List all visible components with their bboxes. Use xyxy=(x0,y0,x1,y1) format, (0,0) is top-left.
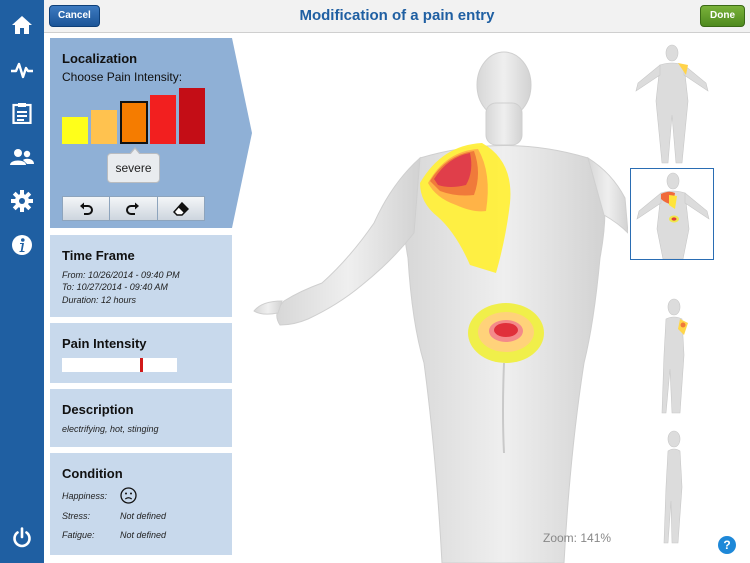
fatigue-label: Fatigue: xyxy=(62,530,95,540)
icon-sidebar xyxy=(0,0,44,563)
body-canvas[interactable] xyxy=(242,33,629,563)
help-button[interactable]: ? xyxy=(718,536,736,554)
intensity-tooltip: severe xyxy=(107,147,160,183)
localization-title: Localization xyxy=(62,51,138,66)
side-view-left-figure xyxy=(663,430,683,544)
pain-intensity-bar xyxy=(62,358,177,372)
intensity-scale xyxy=(62,86,207,144)
time-frame-card[interactable]: Time Frame From: 10/26/2014 - 09:40 PM T… xyxy=(50,235,232,317)
happiness-label: Happiness: xyxy=(62,491,108,501)
side-view-right-figure xyxy=(661,298,688,414)
redo-icon xyxy=(126,202,140,215)
shoulder-pain-area xyxy=(420,143,511,273)
time-frame-to: To: 10/27/2014 - 09:40 AM xyxy=(62,282,168,292)
localization-subtitle: Choose Pain Intensity: xyxy=(62,70,183,84)
undo-icon xyxy=(80,202,94,215)
lower-back-pain-area xyxy=(468,303,544,363)
home-icon[interactable] xyxy=(7,10,37,40)
stress-value: Not defined xyxy=(120,511,167,521)
intensity-level-4[interactable] xyxy=(150,95,176,144)
view-thumbnails xyxy=(628,33,750,563)
localization-card: Localization Choose Pain Intensity: seve… xyxy=(50,38,252,228)
users-icon[interactable] xyxy=(7,142,37,172)
cancel-button[interactable]: Cancel xyxy=(49,5,100,27)
clipboard-icon[interactable] xyxy=(7,98,37,128)
done-button[interactable]: Done xyxy=(700,5,745,27)
time-frame-title: Time Frame xyxy=(62,248,135,263)
gear-icon[interactable] xyxy=(7,186,37,216)
description-title: Description xyxy=(62,402,134,417)
page-title: Modification of a pain entry xyxy=(299,7,495,24)
intensity-level-3[interactable] xyxy=(120,101,148,144)
undo-button[interactable] xyxy=(62,196,111,221)
top-bar: Cancel Modification of a pain entry Done xyxy=(44,0,750,33)
thumbnail-front-view[interactable] xyxy=(630,41,714,166)
eraser-icon xyxy=(172,201,189,216)
sad-face-icon xyxy=(120,487,137,504)
thumbnail-side-view-left[interactable] xyxy=(630,425,714,550)
stress-label: Stress: xyxy=(62,511,91,521)
time-frame-duration: Duration: 12 hours xyxy=(62,295,137,305)
back-view-figure xyxy=(636,172,710,260)
body-back-figure xyxy=(253,51,629,563)
thumbnail-side-view-right[interactable] xyxy=(630,295,714,420)
entry-panel: Localization Choose Pain Intensity: seve… xyxy=(44,33,252,563)
pain-intensity-card[interactable]: Pain Intensity xyxy=(50,323,232,383)
time-frame-from: From: 10/26/2014 - 09:40 PM xyxy=(62,270,180,280)
eraser-button[interactable] xyxy=(157,196,205,221)
info-icon[interactable] xyxy=(7,230,37,260)
intensity-level-1[interactable] xyxy=(62,117,88,144)
front-view-figure xyxy=(635,44,709,164)
condition-title: Condition xyxy=(62,466,123,481)
thumbnail-back-view[interactable] xyxy=(630,168,714,260)
description-text: electrifying, hot, stinging xyxy=(62,424,159,434)
power-icon[interactable] xyxy=(7,523,37,553)
pain-intensity-title: Pain Intensity xyxy=(62,336,147,351)
zoom-indicator: Zoom: 141% xyxy=(543,531,612,545)
activity-icon[interactable] xyxy=(7,55,37,85)
condition-card[interactable]: Condition Happiness: Stress: Not defined… xyxy=(50,453,232,555)
description-card[interactable]: Description electrifying, hot, stinging xyxy=(50,389,232,447)
drawing-tools xyxy=(62,196,205,221)
fatigue-value: Not defined xyxy=(120,530,167,540)
intensity-level-5[interactable] xyxy=(179,88,205,144)
intensity-level-2[interactable] xyxy=(91,110,117,144)
redo-button[interactable] xyxy=(110,196,158,221)
pain-intensity-marker xyxy=(140,358,143,372)
